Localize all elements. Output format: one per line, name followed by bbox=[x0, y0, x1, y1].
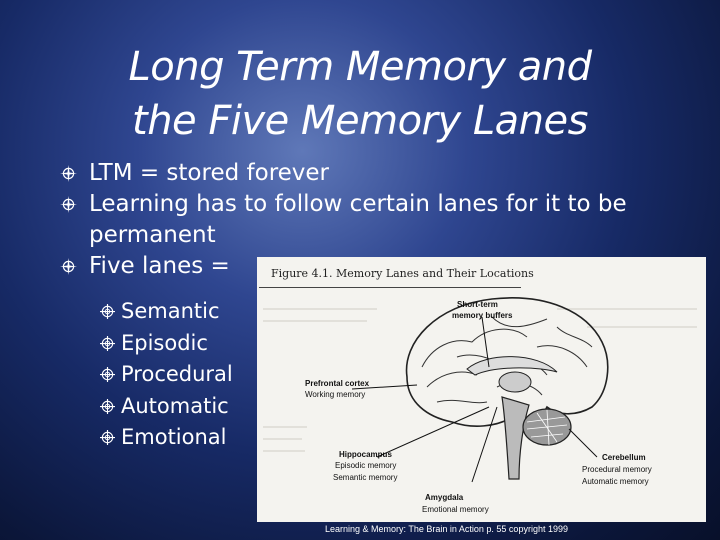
label-hippocampus-sub1: Episodic memory bbox=[335, 461, 397, 470]
sub-bullet-text: Procedural bbox=[121, 362, 233, 386]
sub-bullet-text: Automatic bbox=[121, 393, 229, 418]
figure-caption: Learning & Memory: The Brain in Action p… bbox=[325, 524, 568, 534]
bullet-item: Learning has to follow certain lanes for… bbox=[58, 189, 649, 251]
brain-outline bbox=[405, 297, 609, 427]
sub-bullet-list: Semantic Episodic Procedural Automatic bbox=[100, 296, 233, 454]
sub-bullet-text: Emotional bbox=[121, 425, 227, 449]
slide-title: Long Term Memory and the Five Memory Lan… bbox=[60, 40, 660, 148]
label-amygdala: Amygdala bbox=[425, 493, 464, 502]
sub-bullet-item: Emotional bbox=[100, 422, 233, 454]
label-cerebellum-sub1: Procedural memory bbox=[582, 465, 652, 474]
label-hippocampus-sub2: Semantic memory bbox=[333, 473, 398, 482]
compass-star-icon bbox=[60, 196, 77, 213]
compass-cross-icon bbox=[100, 335, 115, 351]
thalamus bbox=[498, 371, 532, 393]
figure-divider bbox=[259, 287, 521, 288]
label-prefrontal: Prefrontal cortex bbox=[305, 379, 370, 388]
sub-bullet-item: Semantic bbox=[100, 296, 233, 328]
title-line-2: the Five Memory Lanes bbox=[132, 98, 588, 144]
brain-stem bbox=[501, 396, 530, 480]
sub-bullet-text: Semantic bbox=[121, 299, 220, 323]
brain-figure: Figure 4.1. Memory Lanes and Their Locat… bbox=[257, 257, 706, 522]
main-bullet-list: LTM = stored forever Learning has to fol… bbox=[58, 158, 678, 282]
bullet-item: Five lanes = bbox=[58, 251, 678, 282]
figure-title: Figure 4.1. Memory Lanes and Their Locat… bbox=[271, 267, 534, 280]
label-cerebellum: Cerebellum bbox=[602, 453, 646, 462]
bullet-text: Five lanes = bbox=[89, 253, 230, 279]
brain-diagram bbox=[263, 297, 697, 483]
sub-bullet-item: Procedural bbox=[100, 359, 233, 391]
compass-star-icon bbox=[60, 165, 77, 182]
title-line-1: Long Term Memory and bbox=[128, 44, 592, 90]
corpus-callosum bbox=[466, 356, 558, 376]
label-amygdala-sub: Emotional memory bbox=[422, 505, 489, 514]
bullet-text: Learning has to follow certain lanes for… bbox=[89, 191, 627, 248]
label-hippocampus: Hippocampus bbox=[339, 450, 392, 459]
label-short-term-sub: memory buffers bbox=[452, 311, 513, 320]
label-prefrontal-sub: Working memory bbox=[305, 390, 366, 399]
compass-cross-icon bbox=[100, 367, 115, 382]
pointer-lines bbox=[351, 316, 598, 483]
label-short-term: Short-term bbox=[457, 300, 498, 309]
compass-star-icon bbox=[60, 258, 77, 275]
sub-bullet-item: Automatic bbox=[100, 391, 233, 423]
sub-bullet-text: Episodic bbox=[121, 330, 208, 355]
cerebellum-shape bbox=[522, 408, 572, 446]
sub-bullet-item: Episodic bbox=[100, 328, 233, 360]
compass-cross-icon bbox=[100, 430, 115, 445]
label-cerebellum-sub2: Automatic memory bbox=[582, 477, 649, 486]
compass-cross-icon bbox=[100, 304, 115, 319]
compass-cross-icon bbox=[100, 398, 115, 414]
bullet-item: LTM = stored forever bbox=[58, 158, 678, 189]
bullet-text: LTM = stored forever bbox=[89, 160, 330, 186]
background-text-lines bbox=[263, 308, 697, 452]
